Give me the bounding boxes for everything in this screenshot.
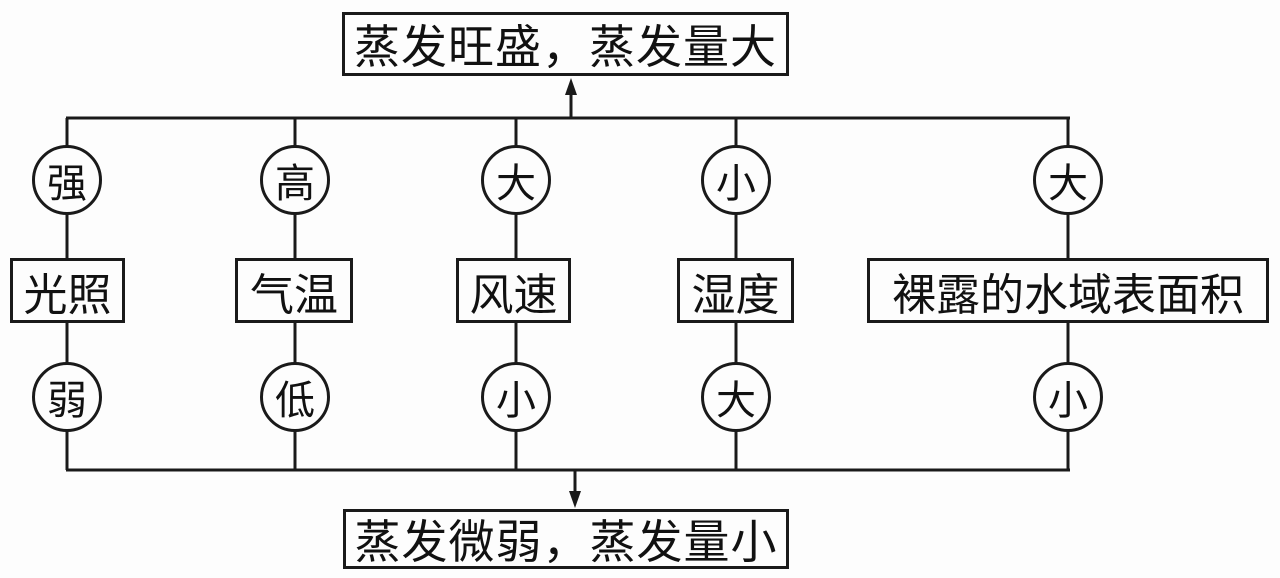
factor-5-high-text: 大: [1048, 161, 1088, 207]
factor-2-box: 气温: [235, 258, 353, 323]
up-arrow-head: [565, 78, 577, 95]
outcome-low-text: 蒸发微弱，蒸发量小: [354, 515, 778, 569]
down-arrow-head: [569, 491, 581, 508]
factor-5-low-node: 小: [1033, 362, 1103, 432]
factor-3-low-node: 小: [481, 362, 551, 432]
factor-4-box: 湿度: [677, 258, 794, 323]
factor-2-label: 气温: [250, 269, 338, 321]
factor-3-label: 风速: [469, 269, 558, 321]
factor-5-high-node: 大: [1033, 145, 1103, 215]
factor-1-high-text: 强: [47, 161, 87, 207]
factor-4-low-text: 大: [716, 378, 756, 424]
factor-4-high-node: 小: [701, 145, 771, 215]
factor-1-high-node: 强: [32, 145, 102, 215]
factor-1-low-text: 弱: [47, 378, 87, 424]
factor-1-low-node: 弱: [32, 362, 102, 432]
factor-2-high-text: 高: [275, 161, 315, 207]
factor-5-low-text: 小: [1048, 378, 1088, 424]
outcome-high-text: 蒸发旺盛，蒸发量大: [354, 20, 777, 74]
factor-5-label: 裸露的水域表面积: [892, 269, 1244, 321]
factor-3-high-node: 大: [481, 145, 551, 215]
factor-2-low-text: 低: [275, 378, 315, 424]
factor-4-low-node: 大: [701, 362, 771, 432]
factor-2-low-node: 低: [260, 362, 330, 432]
factor-3-high-text: 大: [496, 161, 536, 207]
factor-3-box: 风速: [456, 258, 571, 323]
factor-3-low-text: 小: [496, 378, 536, 424]
factor-1-label: 光照: [23, 269, 112, 321]
outcome-low-box: 蒸发微弱，蒸发量小: [343, 509, 789, 569]
factor-4-high-text: 小: [716, 161, 756, 207]
factor-4-label: 湿度: [691, 269, 780, 321]
factor-1-box: 光照: [10, 258, 125, 323]
outcome-high-box: 蒸发旺盛，蒸发量大: [342, 12, 789, 76]
factor-2-high-node: 高: [260, 145, 330, 215]
factor-5-box: 裸露的水域表面积: [867, 258, 1269, 323]
